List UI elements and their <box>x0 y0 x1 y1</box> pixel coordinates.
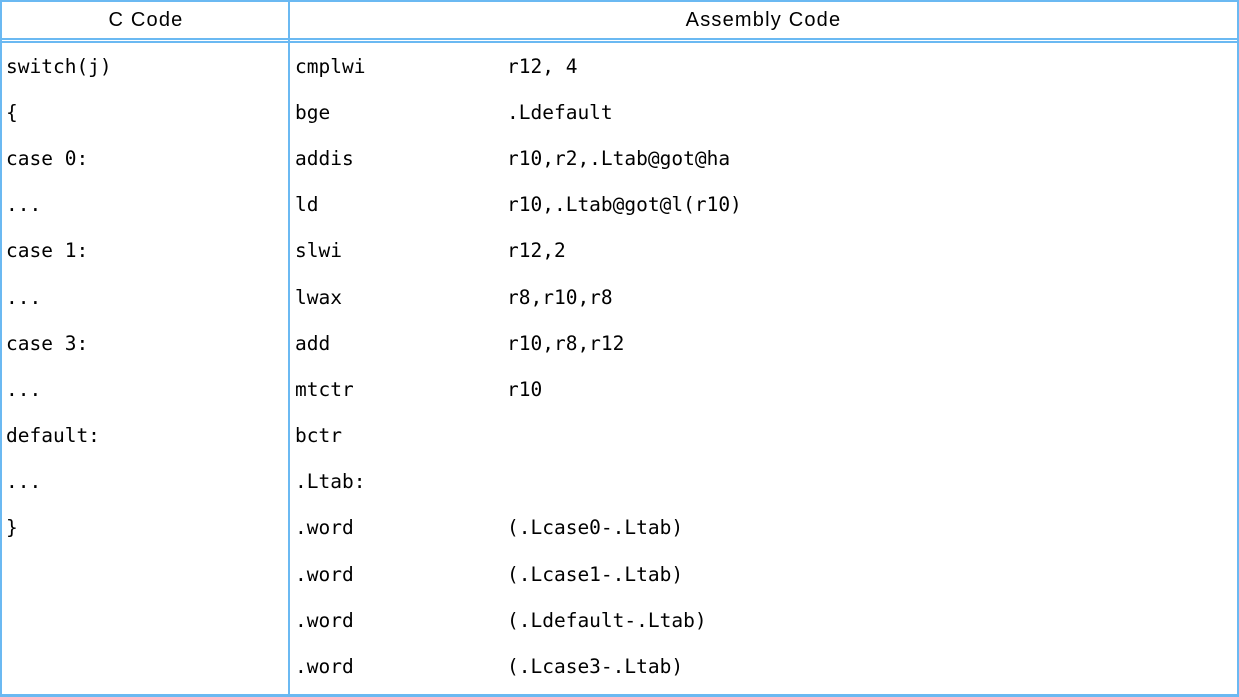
c-code-line: default: <box>6 424 100 448</box>
table-row: case 3: add r10,r8,r12 <box>2 320 1237 366</box>
assembly-mnemonic: .word <box>295 608 354 632</box>
table-row: ... mtctr r10 <box>2 366 1237 412</box>
c-code-line: ... <box>6 377 42 401</box>
assembly-mnemonic: ld <box>295 193 319 217</box>
assembly-operands: (.Lcase0-.Ltab) <box>507 516 684 540</box>
assembly-line: .word (.Lcase0-.Ltab) <box>290 505 1237 551</box>
table-row: .word (.Lcase1-.Ltab) <box>2 551 1237 597</box>
assembly-line: .word (.Lcase3-.Ltab) <box>290 643 1237 689</box>
assembly-mnemonic: .word <box>295 562 354 586</box>
assembly-line: addis r10,r2,.Ltab@got@ha <box>290 135 1237 181</box>
assembly-line: add r10,r8,r12 <box>290 320 1237 366</box>
assembly-mnemonic: bge <box>295 100 331 124</box>
assembly-line: cmplwi r12, 4 <box>290 43 1237 89</box>
table-row: { bge .Ldefault <box>2 89 1237 135</box>
table-row: .word (.Ldefault-.Ltab) <box>2 597 1237 643</box>
table-row: default: bctr <box>2 413 1237 459</box>
c-code-line: case 1: <box>6 239 89 263</box>
assembly-line: mtctr r10 <box>290 366 1237 412</box>
assembly-line: lwax r8,r10,r8 <box>290 274 1237 320</box>
assembly-operands: r8,r10,r8 <box>507 285 613 309</box>
assembly-line: bge .Ldefault <box>290 89 1237 135</box>
assembly-operands: (.Lcase3-.Ltab) <box>507 655 684 679</box>
assembly-mnemonic: bctr <box>295 424 342 448</box>
assembly-line: slwi r12,2 <box>290 228 1237 274</box>
c-code-line <box>2 643 290 689</box>
assembly-operands: r12,2 <box>507 239 566 263</box>
assembly-operands: r10,.Ltab@got@l(r10) <box>507 193 742 217</box>
table-header-row: C Code Assembly Code <box>2 2 1237 38</box>
table-body: switch(j) cmplwi r12, 4 { bge .Ldefault case 0… <box>2 43 1237 690</box>
assembly-line: .word (.Lcase1-.Ltab) <box>290 551 1237 597</box>
table-row: switch(j) cmplwi r12, 4 <box>2 43 1237 89</box>
c-code-line: { <box>6 100 18 124</box>
assembly-line: .word (.Ldefault-.Ltab) <box>290 597 1237 643</box>
assembly-operands: (.Lcase1-.Ltab) <box>507 562 684 586</box>
c-code-line <box>2 551 290 597</box>
assembly-mnemonic: addis <box>295 146 354 170</box>
table-row: case 0: addis r10,r2,.Ltab@got@ha <box>2 135 1237 181</box>
c-code-line: case 0: <box>6 146 89 170</box>
c-code-line: } <box>6 516 18 540</box>
c-code-line: case 3: <box>6 331 89 355</box>
table-row: } .word (.Lcase0-.Ltab) <box>2 505 1237 551</box>
c-code-line: ... <box>6 470 42 494</box>
c-code-line: ... <box>6 193 42 217</box>
assembly-mnemonic: cmplwi <box>295 54 366 78</box>
header-divider <box>2 38 1237 43</box>
assembly-operands: r10,r2,.Ltab@got@ha <box>507 146 731 170</box>
assembly-line: bctr <box>290 413 1237 459</box>
table-row: ... lwax r8,r10,r8 <box>2 274 1237 320</box>
column-header-c-code: C Code <box>108 8 184 31</box>
assembly-operands: r12, 4 <box>507 54 578 78</box>
assembly-operands: .Ldefault <box>507 100 613 124</box>
assembly-mnemonic: .word <box>295 516 354 540</box>
assembly-mnemonic: slwi <box>295 239 342 263</box>
c-code-line: switch(j) <box>6 54 112 78</box>
assembly-mnemonic: lwax <box>295 285 342 309</box>
table-row: ... ld r10,.Ltab@got@l(r10) <box>2 182 1237 228</box>
assembly-mnemonic: mtctr <box>295 377 354 401</box>
assembly-line: .Ltab: <box>290 459 1237 505</box>
column-header-assembly-code: Assembly Code <box>685 8 842 31</box>
assembly-mnemonic: .word <box>295 655 354 679</box>
table-row: ... .Ltab: <box>2 459 1237 505</box>
assembly-line: ld r10,.Ltab@got@l(r10) <box>290 182 1237 228</box>
table-row: case 1: slwi r12,2 <box>2 228 1237 274</box>
assembly-mnemonic: .Ltab: <box>295 470 366 494</box>
table-row: .word (.Lcase3-.Ltab) <box>2 643 1237 689</box>
assembly-operands: r10,r8,r12 <box>507 331 625 355</box>
c-code-line <box>2 597 290 643</box>
c-code-line: ... <box>6 285 42 309</box>
assembly-mnemonic: add <box>295 331 331 355</box>
assembly-operands: r10 <box>507 377 543 401</box>
column-divider-line <box>288 2 290 694</box>
assembly-operands: (.Ldefault-.Ltab) <box>507 608 707 632</box>
